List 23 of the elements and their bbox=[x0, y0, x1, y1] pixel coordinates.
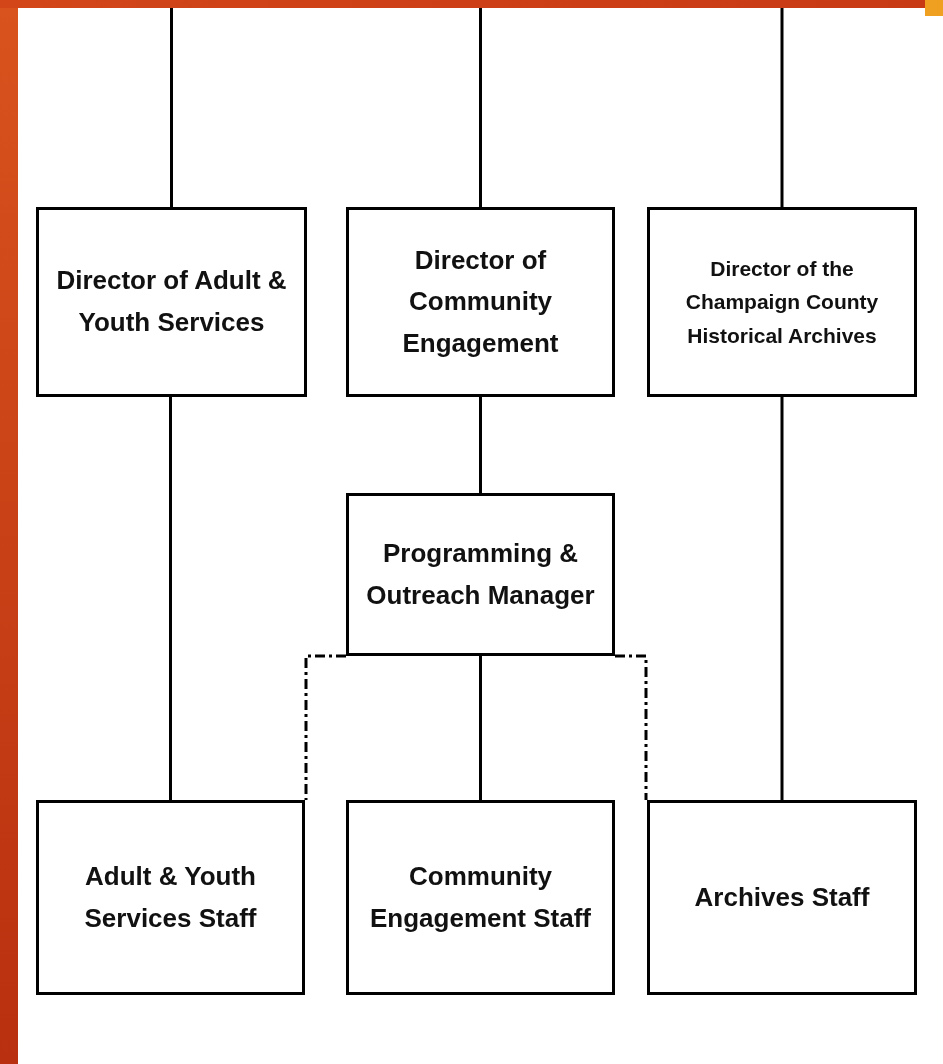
role-title: Director of Community Engagement bbox=[401, 243, 560, 360]
reporting-line bbox=[479, 8, 482, 207]
org-box bbox=[346, 207, 615, 397]
role-title: Programming & Outreach Manager bbox=[365, 536, 596, 612]
org-box bbox=[36, 800, 305, 995]
reporting-line bbox=[780, 8, 784, 207]
org-box bbox=[647, 800, 917, 995]
role-title: Adult & Youth Services Staff bbox=[83, 859, 258, 935]
org-box bbox=[346, 800, 615, 995]
role-title: Director of the Champaign County Historical Archives bbox=[684, 255, 880, 349]
reporting-line bbox=[479, 656, 482, 800]
dotted-reporting-line bbox=[615, 654, 648, 800]
reporting-line bbox=[169, 397, 172, 800]
role-title: Archives Staff bbox=[694, 880, 870, 914]
role-title: Community Engagement Staff bbox=[369, 859, 592, 935]
reporting-line bbox=[780, 397, 784, 800]
reporting-line bbox=[170, 8, 173, 207]
org-box bbox=[647, 207, 917, 397]
org-box bbox=[346, 493, 615, 656]
role-title: Director of Adult & Youth Services bbox=[55, 264, 288, 339]
reporting-line bbox=[479, 397, 482, 493]
org-box bbox=[36, 207, 307, 397]
dotted-reporting-line bbox=[304, 654, 346, 800]
